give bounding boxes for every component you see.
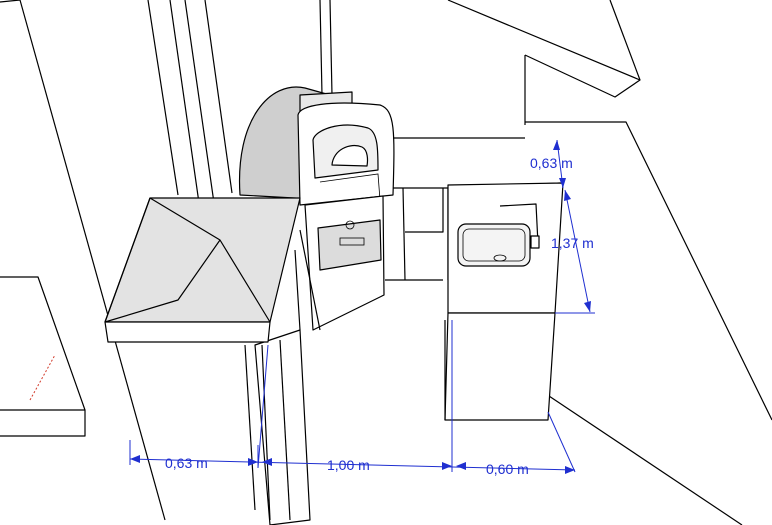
cabinet-shelf bbox=[405, 188, 444, 233]
oven-flue-left bbox=[319, 0, 323, 96]
ceiling-beam bbox=[447, 0, 641, 98]
dim-baseline-bottom bbox=[129, 458, 576, 471]
hood-ridge-left bbox=[104, 197, 151, 323]
sink-drain bbox=[493, 254, 507, 262]
cabinet-upper-edge bbox=[294, 249, 301, 331]
pizza-oven bbox=[238, 86, 395, 331]
cabinet-div-1 bbox=[402, 187, 406, 281]
cabinet-door-a bbox=[261, 344, 271, 521]
dim-text-bottom-left: 0,63 m bbox=[165, 455, 208, 471]
sink-inner bbox=[462, 228, 526, 262]
pipe-right-b bbox=[204, 0, 233, 194]
dim-text-top-depth: 0,63 m bbox=[530, 155, 573, 171]
pipe-left-a bbox=[147, 0, 179, 196]
pipe-left-b bbox=[169, 0, 201, 211]
dimension-annotations: 0,63 m 1,37 m 0,63 m 1,00 m 0,60 m bbox=[129, 139, 595, 477]
cabinet-corner bbox=[299, 229, 321, 331]
dim-ext-br bbox=[547, 411, 576, 473]
dim-arrow-top-b bbox=[559, 178, 566, 188]
sink-counter-front bbox=[444, 312, 556, 421]
firebox-knob bbox=[345, 220, 355, 230]
hood-top-face bbox=[104, 197, 301, 323]
hood-rim bbox=[104, 321, 271, 343]
left-cabinet-run bbox=[244, 229, 321, 525]
dim-arrow-bm-b bbox=[442, 462, 452, 470]
range-hood bbox=[104, 197, 301, 343]
ceiling-beam-edge bbox=[609, 0, 641, 81]
left-side-table bbox=[0, 276, 86, 437]
firebox-handle bbox=[339, 237, 365, 246]
pipe-right-a bbox=[184, 0, 216, 211]
dim-guide-hood bbox=[257, 344, 269, 469]
cabinet-outer bbox=[244, 344, 256, 511]
dim-arrow-br-a bbox=[456, 462, 466, 470]
dim-arrow-bl-a bbox=[130, 455, 140, 463]
dim-arrow-br-b bbox=[565, 466, 575, 474]
dim-text-bottom-right: 0,60 m bbox=[486, 461, 529, 477]
faucet-base bbox=[530, 235, 540, 249]
cabinet-door-b bbox=[279, 339, 291, 521]
dim-arrow-right-b bbox=[584, 301, 591, 312]
wall-corner bbox=[0, 0, 21, 3]
left-cabinet-side bbox=[254, 329, 311, 525]
red-guide-line bbox=[29, 354, 56, 401]
left-wall-edge bbox=[19, 0, 166, 521]
sink-counter bbox=[444, 182, 564, 421]
right-floor-line bbox=[525, 121, 772, 421]
floor-diagonal bbox=[539, 389, 743, 525]
counter-front bbox=[393, 187, 449, 280]
dim-arrow-right-a bbox=[564, 190, 571, 201]
chimney-pipes bbox=[147, 0, 333, 211]
side-table-outline bbox=[0, 276, 86, 437]
sink-basin bbox=[457, 223, 531, 267]
oven-window bbox=[331, 144, 369, 167]
dim-arrow-top-a bbox=[553, 140, 560, 150]
oven-flue-right bbox=[329, 0, 333, 96]
dim-text-bottom-middle: 1,00 m bbox=[327, 457, 370, 473]
hood-ridge-front bbox=[104, 239, 221, 323]
dim-line-right-run bbox=[564, 189, 591, 313]
dim-arrow-bm-a bbox=[262, 458, 272, 466]
faucet-pipe bbox=[499, 203, 539, 245]
dim-text-right-run: 1,37 m bbox=[551, 235, 594, 251]
dim-arrow-bl-b bbox=[248, 458, 258, 466]
